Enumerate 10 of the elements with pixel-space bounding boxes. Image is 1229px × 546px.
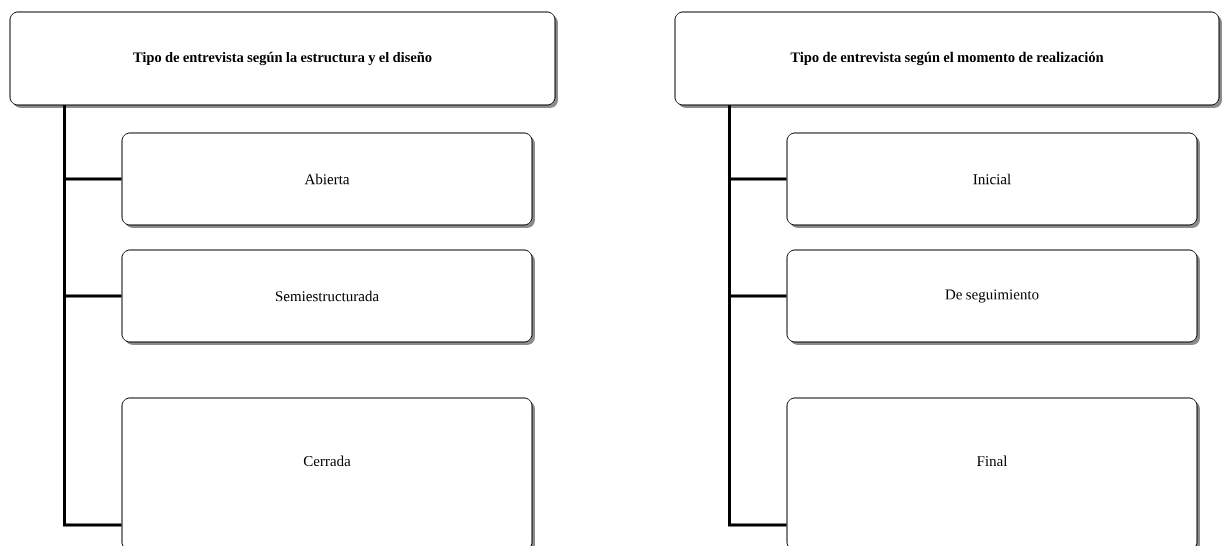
heading-box: Tipo de entrevista según el momento de realización (674, 11, 1222, 108)
connector-line (728, 105, 787, 527)
heading-box: Tipo de entrevista según la estructura y el diseño (9, 11, 558, 108)
category-box: Final (786, 397, 1200, 546)
category-box: Cerrada (121, 397, 535, 546)
category-box: Semiestructurada (121, 249, 535, 345)
connector-line (63, 105, 122, 527)
category-box: De seguimiento (786, 249, 1200, 345)
category-box: Abierta (121, 132, 535, 228)
category-box: Inicial (786, 132, 1200, 228)
